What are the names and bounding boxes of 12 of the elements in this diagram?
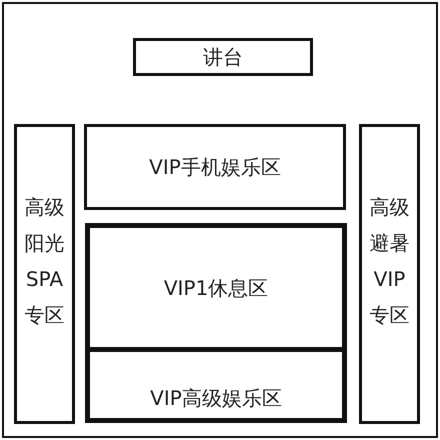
zone-label: VIP手机娱乐区: [149, 154, 281, 181]
zone-label: VIP1休息区: [164, 274, 268, 302]
zone-box: [85, 352, 347, 423]
zone-box: [85, 223, 347, 352]
zone-box: [84, 124, 346, 210]
zone-label: VIP高级娱乐区: [150, 385, 282, 412]
zone-box: [359, 124, 420, 424]
podium-label: 讲台: [203, 44, 243, 71]
podium-box: [133, 38, 313, 76]
zone-box: [14, 124, 75, 424]
zone-label: 高级避暑VIP专区: [368, 194, 410, 329]
zone-label: 高级阳光SPA专区: [24, 194, 66, 329]
